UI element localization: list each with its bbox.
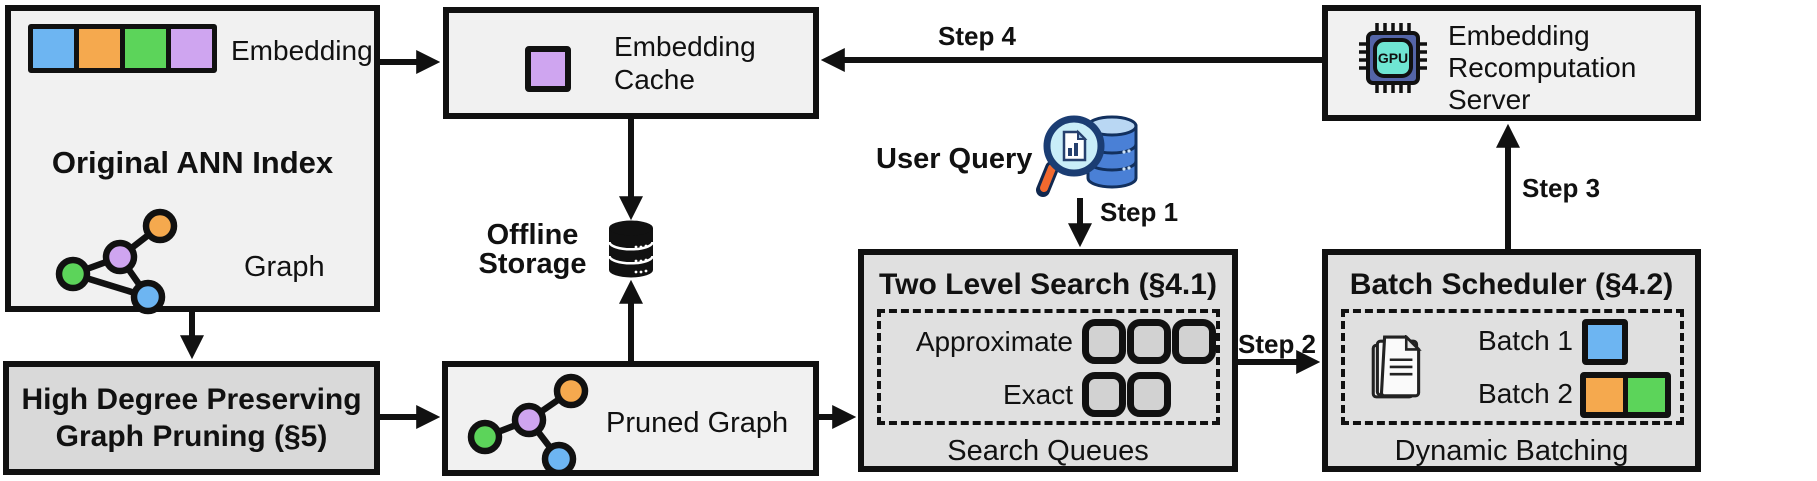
exact-queue-slot — [1082, 372, 1126, 417]
search-queues-label: Search Queues — [947, 435, 1149, 467]
graph-pruning-title: High Degree Preserving Graph Pruning (§5… — [21, 383, 362, 453]
recomputation-server-box: GPU Embedding Recomputation Server — [1322, 5, 1701, 121]
offline-storage-database-icon — [608, 220, 654, 278]
pruned-graph-label: Pruned Graph — [606, 407, 789, 439]
recomputation-server-label: Embedding Recomputation Server — [1448, 20, 1637, 115]
offline-storage-label: Offline Storage — [478, 219, 587, 280]
embedding-cell-purple — [171, 29, 212, 68]
cached-embedding-icon — [525, 46, 571, 92]
two-level-search-box: Two Level Search (§4.1) Approximate Exac… — [858, 249, 1238, 472]
ann-index-title: Original ANN Index — [51, 145, 334, 180]
approximate-queue-slot — [1172, 319, 1216, 364]
ann-graph-icon — [55, 208, 178, 315]
embedding-cache-box: Embedding Cache — [443, 7, 819, 119]
step1-label: Step 1 — [1100, 197, 1179, 227]
step3-label: Step 3 — [1522, 173, 1601, 203]
exact-queue-slot — [1127, 372, 1171, 417]
batch2-embedding-orange — [1586, 378, 1623, 412]
dynamic-batching-label: Dynamic Batching — [1394, 435, 1629, 467]
exact-queue-row: Exact — [881, 372, 1216, 417]
embedding-vector-icon — [28, 24, 217, 73]
batch-scheduler-title: Batch Scheduler (§4.2) — [1349, 268, 1674, 301]
embedding-label: Embedding — [231, 35, 373, 66]
pruned-graph-box: Pruned Graph — [442, 361, 819, 476]
batch-scheduler-box: Batch Scheduler (§4.2) Batch 1 Batch 2 D… — [1322, 249, 1701, 472]
documents-icon — [1371, 335, 1422, 399]
embedding-cell-blue — [33, 29, 74, 68]
user-query-icon — [1036, 115, 1138, 197]
batch2-embeddings — [1580, 372, 1671, 418]
exact-label: Exact — [1002, 378, 1073, 410]
two-level-search-title: Two Level Search (§4.1) — [879, 268, 1217, 301]
embedding-cell-orange — [79, 29, 120, 68]
approximate-queue-slot — [1127, 319, 1171, 364]
dynamic-batching-panel: Batch 1 Batch 2 — [1341, 309, 1684, 425]
embedding-cell-green — [125, 29, 166, 68]
batch2-label: Batch 2 — [1478, 378, 1573, 409]
approximate-queue-slot — [1082, 319, 1126, 364]
step4-label: Step 4 — [937, 21, 1017, 51]
approximate-label: Approximate — [915, 325, 1073, 357]
graph-label: Graph — [244, 251, 325, 283]
batch1-embedding-blue — [1582, 319, 1628, 365]
pruned-graph-icon — [467, 373, 589, 476]
original-ann-index-box: Embedding Original ANN Index Graph — [5, 5, 380, 315]
user-query-label: User Query — [876, 143, 1033, 175]
step2-label: Step 2 — [1237, 329, 1317, 359]
batch2-embedding-green — [1628, 378, 1665, 412]
embedding-cache-label: Embedding Cache — [614, 31, 756, 95]
batch1-label: Batch 1 — [1478, 325, 1573, 356]
gpu-chip-icon: GPU — [1359, 23, 1427, 93]
gpu-chip-label: GPU — [1378, 50, 1408, 66]
approximate-queue-row: Approximate — [881, 319, 1216, 364]
graph-pruning-box: High Degree Preserving Graph Pruning (§5… — [3, 361, 380, 475]
search-queues-panel: Approximate Exact — [877, 309, 1220, 425]
